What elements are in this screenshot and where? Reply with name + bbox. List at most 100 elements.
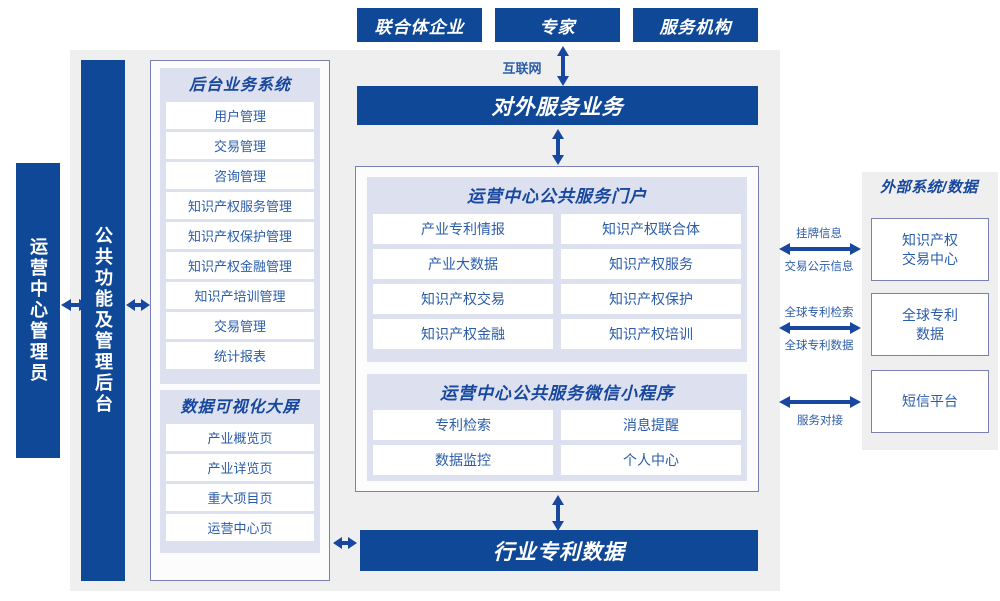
dataviz-title: 数据可视化大屏	[180, 399, 300, 416]
miniprogram-item[interactable]: 专利检索	[373, 410, 553, 440]
list-item-label: 交易管理	[213, 319, 266, 334]
portal-item[interactable]: 产业专利情报	[373, 214, 553, 244]
portal-item-label: 知识产权交易	[421, 291, 505, 307]
portal-item-label: 知识产权金融	[421, 326, 505, 342]
portal-item[interactable]: 知识产权联合体	[561, 214, 741, 244]
external-box-line1: 知识产权	[902, 231, 958, 248]
external-box-line1: 短信平台	[902, 393, 958, 410]
portal-item[interactable]: 知识产权金融	[373, 319, 553, 349]
external-box-line2: 数据	[916, 325, 944, 342]
portal-item-label: 产业专利情报	[421, 221, 505, 237]
list-item-label: 运营中心页	[207, 521, 273, 536]
list-item-label: 知识产权保护管理	[187, 229, 292, 244]
list-item[interactable]: 咨询管理	[166, 162, 314, 189]
external-box-sms-platform[interactable]: 短信平台	[871, 370, 989, 433]
list-item-label: 交易管理	[213, 139, 266, 154]
external-systems-title: 外部系统/数据	[880, 179, 978, 196]
list-item[interactable]: 产业概览页	[166, 424, 314, 451]
backend-system-group: 后台业务系统 用户管理 交易管理 咨询管理 知识产权服务管理 知识产权保护管理 …	[160, 68, 320, 384]
list-item[interactable]: 知识产培训管理	[166, 282, 314, 309]
left-actor-operations-admin[interactable]: 运营中心管理员	[16, 163, 60, 458]
admin-backend-bar[interactable]: 公共功能及管理后台	[81, 60, 125, 581]
list-item[interactable]: 交易管理	[166, 312, 314, 339]
portal-grid: 产业专利情报 知识产权联合体 产业大数据 知识产权服务 知识产权交易 知识产权保…	[373, 214, 741, 349]
dataviz-list: 产业概览页 产业详览页 重大项目页 运营中心页	[166, 424, 314, 541]
miniprogram-item-label: 专利检索	[435, 417, 491, 433]
portal-title: 运营中心公共服务门户	[467, 187, 647, 206]
portal-item-label: 产业大数据	[428, 256, 498, 272]
backend-system-list: 用户管理 交易管理 咨询管理 知识产权服务管理 知识产权保护管理 知识产权金融管…	[166, 102, 314, 369]
industry-patent-data-label: 行业专利数据	[493, 540, 625, 564]
portal-item-label: 知识产权服务	[609, 256, 693, 272]
internet-text: 互联网	[502, 61, 542, 76]
portal-item[interactable]: 知识产权培训	[561, 319, 741, 349]
top-actor-label: 服务机构	[659, 17, 732, 37]
list-item[interactable]: 统计报表	[166, 342, 314, 369]
portal-item-label: 知识产权培训	[609, 326, 693, 342]
external-service-bar[interactable]: 对外服务业务	[357, 86, 758, 125]
left-actor-label: 运营中心管理员	[28, 237, 48, 384]
connector-label-below: 全球专利数据	[784, 340, 854, 352]
list-item-label: 知识产培训管理	[194, 289, 286, 304]
top-actor-专家[interactable]: 专家	[495, 8, 620, 42]
internet-label: 互联网	[487, 58, 557, 77]
miniprogram-group: 运营中心公共服务微信小程序 专利检索 消息提醒 数据监控 个人中心	[367, 374, 747, 481]
portal-item-label: 知识产权保护	[609, 291, 693, 307]
portal-item-label: 知识产权联合体	[602, 221, 700, 237]
list-item[interactable]: 用户管理	[166, 102, 314, 129]
list-item-label: 产业详览页	[207, 461, 273, 476]
list-item[interactable]: 运营中心页	[166, 514, 314, 541]
external-connector-arrow-icon	[779, 396, 861, 408]
industry-patent-data-bar[interactable]: 行业专利数据	[360, 530, 758, 571]
admin-backend-label: 公共功能及管理后台	[93, 226, 113, 415]
external-box-global-patent[interactable]: 全球专利 数据	[871, 293, 989, 356]
internet-arrow-icon	[557, 46, 569, 86]
list-item-label: 知识产权服务管理	[187, 199, 292, 214]
admin-backend-arrow-icon	[126, 299, 150, 311]
list-item[interactable]: 重大项目页	[166, 484, 314, 511]
list-item-label: 用户管理	[213, 109, 266, 124]
external-connector-arrow-icon	[779, 243, 861, 255]
external-connector-arrow-icon	[779, 322, 861, 334]
portal-item[interactable]: 知识产权保护	[561, 284, 741, 314]
external-box-ip-exchange[interactable]: 知识产权 交易中心	[871, 218, 989, 281]
miniprogram-item[interactable]: 数据监控	[373, 445, 553, 475]
connector-label-above: 挂牌信息	[796, 228, 842, 240]
backend-system-title: 后台业务系统	[188, 77, 291, 94]
service-to-portal-arrow-icon	[552, 129, 564, 165]
list-item-label: 统计报表	[213, 349, 266, 364]
portal-group: 运营中心公共服务门户 产业专利情报 知识产权联合体 产业大数据 知识产权服务 知…	[367, 177, 747, 362]
external-service-label: 对外服务业务	[491, 95, 624, 119]
miniprogram-item-label: 个人中心	[623, 452, 679, 468]
list-item[interactable]: 产业详览页	[166, 454, 314, 481]
list-item[interactable]: 知识产权金融管理	[166, 252, 314, 279]
list-item[interactable]: 知识产权服务管理	[166, 192, 314, 219]
external-box-line1: 全球专利	[902, 306, 958, 323]
miniprogram-title: 运营中心公共服务微信小程序	[440, 384, 674, 403]
backend-to-data-arrow-icon	[333, 537, 357, 549]
connector-label-above: 全球专利检索	[784, 307, 854, 319]
top-actor-服务机构[interactable]: 服务机构	[633, 8, 758, 42]
portal-item[interactable]: 知识产权交易	[373, 284, 553, 314]
list-item-label: 知识产权金融管理	[187, 259, 292, 274]
miniprogram-item-label: 消息提醒	[623, 417, 679, 433]
top-actor-label: 联合体企业	[374, 17, 465, 37]
top-actor-联合体企业[interactable]: 联合体企业	[357, 8, 482, 42]
list-item[interactable]: 知识产权保护管理	[166, 222, 314, 249]
portal-item[interactable]: 产业大数据	[373, 249, 553, 279]
list-item-label: 咨询管理	[213, 169, 266, 184]
miniprogram-grid: 专利检索 消息提醒 数据监控 个人中心	[373, 410, 741, 475]
list-item-label: 重大项目页	[207, 491, 273, 506]
miniprogram-item[interactable]: 个人中心	[561, 445, 741, 475]
miniprogram-item[interactable]: 消息提醒	[561, 410, 741, 440]
portal-item[interactable]: 知识产权服务	[561, 249, 741, 279]
connector-label-below: 服务对接	[797, 415, 843, 427]
miniprogram-item-label: 数据监控	[435, 452, 491, 468]
list-item[interactable]: 交易管理	[166, 132, 314, 159]
portal-to-data-arrow-icon	[552, 495, 564, 531]
list-item-label: 产业概览页	[207, 431, 273, 446]
top-actor-label: 专家	[539, 17, 576, 37]
external-box-line2: 交易中心	[902, 250, 958, 267]
connector-label-below: 交易公示信息	[784, 261, 854, 273]
